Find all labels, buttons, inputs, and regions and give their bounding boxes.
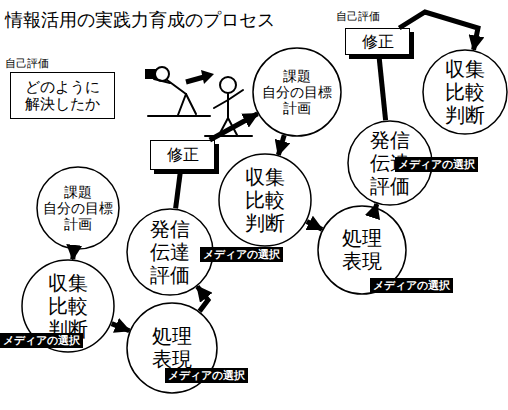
media-tag: メディアの選択 — [200, 247, 283, 262]
node-text: 発信 伝達 評価 — [150, 218, 190, 287]
process-circle: 発信 伝達 評価メディアの選択 — [347, 120, 433, 206]
person-arm — [228, 90, 243, 100]
diagram-title: 情報活用の実践力育成のプロセス — [5, 8, 275, 32]
ground-line — [148, 115, 210, 117]
process-circle: 発信 伝達 評価メディアの選択 — [126, 208, 214, 296]
text-box: 自己評価修正 — [345, 28, 410, 55]
person-body — [167, 80, 186, 94]
person-body — [227, 93, 229, 118]
node-text: 収集 比較 判断 — [48, 272, 88, 341]
process-circle: 収集 比較 判断 — [422, 49, 508, 135]
person-arm — [154, 79, 170, 83]
circle-shape — [219, 154, 311, 246]
decor-arrow-shaft — [186, 77, 204, 82]
flow-arrow — [307, 222, 322, 230]
process-circle: 課題 自分の目標 計画 — [36, 166, 120, 250]
node-text: 処理 表現 — [342, 227, 382, 273]
person-leg — [219, 118, 228, 135]
media-tag: メディアの選択 — [0, 333, 83, 348]
circle-shape — [37, 167, 119, 249]
person-leg — [228, 118, 237, 135]
flow-arrow — [112, 324, 130, 331]
node-text: 収集 比較 判断 — [245, 166, 285, 235]
text-box: 修正 — [150, 140, 215, 170]
process-circle: 収集 比較 判断メディアの選択 — [21, 259, 115, 353]
node-text: 修正 — [362, 32, 394, 50]
flow-arrow — [70, 250, 76, 259]
person-leg — [178, 94, 186, 115]
decor-arrow-head — [201, 70, 214, 84]
person-arm — [214, 100, 228, 108]
process-circle: 処理 表現メディアの選択 — [317, 205, 407, 295]
node-text: 処理 表現 — [152, 325, 192, 371]
flow-arrow — [376, 204, 377, 207]
process-circle: 課題 自分の目標 計画 — [252, 47, 342, 137]
media-tag: メディアの選択 — [370, 278, 453, 293]
media-tag: メディアの選択 — [395, 157, 478, 172]
process-circle: 収集 比較 判断 — [218, 153, 312, 247]
flow-arrow — [278, 135, 284, 155]
flow-arrow — [210, 114, 258, 140]
ground-line — [205, 135, 252, 137]
flow-arrow — [399, 12, 478, 50]
process-circle: 処理 表現メディアの選択 — [126, 302, 218, 394]
flow-arrow — [176, 170, 181, 208]
flow-arrow — [379, 55, 386, 120]
node-text: 課題 自分の目標 計画 — [262, 68, 332, 116]
person-figures — [146, 67, 252, 136]
media-tag: メディアの選択 — [165, 368, 248, 383]
person-leg — [186, 94, 196, 114]
flow-arrow — [197, 286, 208, 311]
box-heading: 自己評価 — [336, 9, 380, 24]
node-text: 修正 — [167, 146, 199, 164]
node-text: 収集 比較 判断 — [445, 58, 485, 127]
text-box: 自己評価どのように 解決したか — [10, 72, 115, 119]
binoculars — [146, 70, 155, 78]
node-text: どのように 解決したか — [25, 78, 100, 113]
node-text: 課題 自分の目標 計画 — [43, 184, 113, 232]
circle-shape — [423, 50, 507, 134]
box-heading: 自己評価 — [5, 56, 49, 71]
circle-shape — [253, 48, 341, 136]
person-head — [155, 67, 169, 81]
person-head — [220, 77, 236, 93]
